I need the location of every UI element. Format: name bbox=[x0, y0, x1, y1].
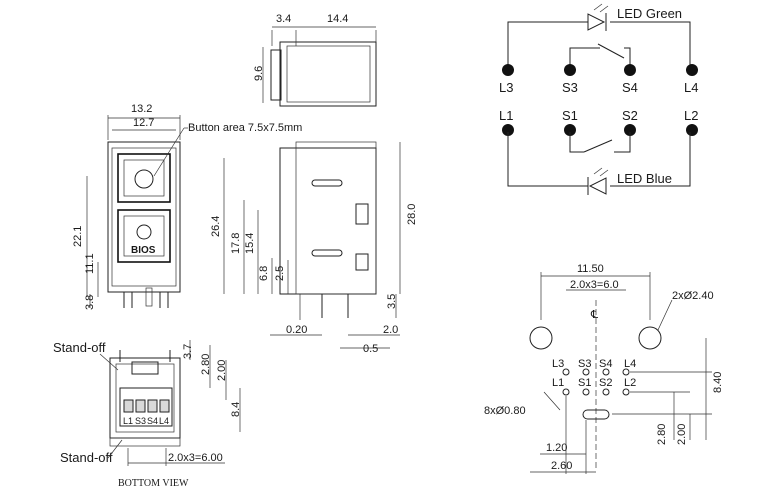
node-s2 bbox=[624, 124, 636, 136]
schematic: LED Green L3 S3 S4 L4 L1 S1 S2 L2 LED Bl… bbox=[499, 3, 698, 195]
node-s4 bbox=[624, 64, 636, 76]
bottom-pin-l1: L1 bbox=[123, 416, 133, 426]
bottom-view-caption: BOTTOM VIEW bbox=[118, 478, 189, 489]
top-dim-14-4: 14.4 bbox=[327, 13, 348, 25]
fp-dim-large-hole: 2xØ2.40 bbox=[672, 290, 714, 302]
node-s3 bbox=[564, 64, 576, 76]
fp-large-hole-right bbox=[638, 326, 662, 350]
top-dim-3-4: 3.4 bbox=[276, 13, 291, 25]
front-view: 13.2 12.7 BIOS Button area 7.5x7.5mm 22.… bbox=[72, 103, 302, 310]
node-l1 bbox=[502, 124, 514, 136]
bottom-pin-l4: L4 bbox=[159, 416, 169, 426]
front-dim-11-1: 11.1 bbox=[84, 253, 96, 274]
led-blue-diode bbox=[588, 177, 607, 195]
sch-label-s3: S3 bbox=[562, 80, 578, 95]
node-l2 bbox=[686, 124, 698, 136]
side-view-body bbox=[279, 147, 377, 295]
footprint: 11.50 2.0x3=6.0 2xØ2.40 ℄ L3 S3 S4 L4 L1… bbox=[484, 263, 724, 474]
sch-label-s1: S1 bbox=[562, 108, 578, 123]
front-dim-12-7: 12.7 bbox=[133, 117, 154, 129]
fp-slot bbox=[582, 409, 610, 420]
sch-label-l2: L2 bbox=[684, 108, 698, 123]
sch-label-s2: S2 bbox=[622, 108, 638, 123]
fp-pin-l3: L3 bbox=[552, 358, 564, 370]
fp-dim-small-holes: 8xØ0.80 bbox=[484, 405, 526, 417]
fp-pin-s1: S1 bbox=[578, 377, 591, 389]
fp-dim-1-20: 1.20 bbox=[546, 442, 567, 454]
side-view: 26.4 17.8 15.4 6.8 2.5 28.0 3.5 0.20 2.0… bbox=[210, 141, 418, 355]
bottom-pin-s3: S3 bbox=[135, 416, 146, 426]
fp-pin-l4: L4 bbox=[624, 358, 636, 370]
sch-label-l3: L3 bbox=[499, 80, 513, 95]
front-dim-22-1: 22.1 bbox=[72, 226, 84, 247]
node-l4 bbox=[686, 64, 698, 76]
front-dim-13-2: 13.2 bbox=[131, 103, 152, 115]
button-top bbox=[117, 153, 171, 203]
bottom-view: L1 S3 S4 L4 Stand-off Stand-off 3.7 2.80… bbox=[53, 340, 242, 489]
side-dim-3-5: 3.5 bbox=[386, 294, 398, 309]
button-area-callout: Button area 7.5x7.5mm bbox=[188, 122, 302, 134]
fp-dim-11-50: 11.50 bbox=[577, 263, 604, 275]
fp-pin-s4: S4 bbox=[599, 358, 612, 370]
fp-pin-l1: L1 bbox=[552, 377, 564, 389]
side-dim-17-8: 17.8 bbox=[230, 233, 242, 254]
side-dim-15-4: 15.4 bbox=[244, 233, 256, 254]
side-dim-6-8: 6.8 bbox=[258, 266, 270, 281]
led-blue-label: LED Blue bbox=[617, 171, 672, 186]
top-view: 3.4 14.4 9.6 bbox=[253, 13, 377, 107]
fp-pin-l2: L2 bbox=[624, 377, 636, 389]
fp-large-hole-left bbox=[529, 326, 553, 350]
bottom-dim-2-00: 2.00 bbox=[216, 360, 228, 381]
bottom-dim-3-7: 3.7 bbox=[182, 344, 194, 359]
led-green-diode bbox=[587, 13, 606, 31]
fp-dim-2-60: 2.60 bbox=[551, 460, 572, 472]
top-dim-9-6: 9.6 bbox=[253, 66, 265, 81]
reset-icon-bios bbox=[136, 224, 152, 240]
bottom-dim-8-4: 8.4 bbox=[230, 402, 242, 417]
front-dim-3-8: 3.8 bbox=[84, 295, 96, 310]
led-green-label: LED Green bbox=[617, 6, 682, 21]
standoff-label-top: Stand-off bbox=[53, 340, 106, 355]
power-icon-top bbox=[134, 169, 154, 189]
fp-pin-s2: S2 bbox=[599, 377, 612, 389]
side-dim-2-0: 2.0 bbox=[383, 324, 398, 336]
side-dim-0-20: 0.20 bbox=[286, 324, 307, 336]
sch-label-l4: L4 bbox=[684, 80, 698, 95]
node-s1 bbox=[564, 124, 576, 136]
front-view-body bbox=[107, 141, 181, 293]
fp-dim-pitch: 2.0x3=6.0 bbox=[570, 279, 619, 291]
bottom-dim-2-80: 2.80 bbox=[200, 354, 212, 375]
bios-label: BIOS bbox=[131, 245, 156, 256]
bottom-pin-s4: S4 bbox=[147, 416, 158, 426]
fp-dim-2-80: 2.80 bbox=[656, 424, 668, 445]
fp-dim-8-40: 8.40 bbox=[712, 372, 724, 393]
side-dim-28-0: 28.0 bbox=[406, 204, 418, 225]
sch-label-l1: L1 bbox=[499, 108, 513, 123]
bottom-dim-pitch: 2.0x3=6.00 bbox=[168, 452, 223, 464]
standoff-label-bottom: Stand-off bbox=[60, 450, 113, 465]
sch-label-s4: S4 bbox=[622, 80, 638, 95]
fp-center-mark: ℄ bbox=[590, 309, 598, 321]
side-dim-26-4: 26.4 bbox=[210, 216, 222, 237]
side-dim-2-5: 2.5 bbox=[274, 266, 286, 281]
top-view-body bbox=[279, 41, 377, 107]
fp-dim-2-00: 2.00 bbox=[676, 424, 688, 445]
side-dim-0-5: 0.5 bbox=[363, 343, 378, 355]
button-bios bbox=[117, 209, 171, 263]
node-l3 bbox=[502, 64, 514, 76]
fp-pin-s3: S3 bbox=[578, 358, 591, 370]
